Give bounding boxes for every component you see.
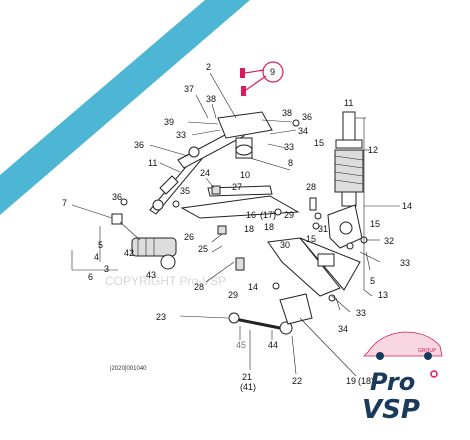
label-6: 6 bbox=[88, 272, 93, 282]
label-33b: 33 bbox=[284, 142, 294, 152]
label-16: 16 bbox=[246, 210, 256, 220]
label-31: 31 bbox=[318, 224, 328, 234]
label-14a: 14 bbox=[402, 201, 412, 211]
label-33c: 33 bbox=[400, 258, 410, 268]
label-9: 9 bbox=[270, 67, 275, 77]
label-27: 27 bbox=[232, 182, 242, 192]
label-7: 7 bbox=[62, 198, 67, 208]
car-silhouette-icon bbox=[363, 331, 443, 357]
label-15c: 15 bbox=[306, 234, 316, 244]
label-17: (17) bbox=[260, 210, 276, 220]
reference-code: |2020|001040 bbox=[110, 366, 147, 372]
label-37: 37 bbox=[184, 84, 194, 94]
label-38a: 38 bbox=[206, 94, 216, 104]
highlight-circle bbox=[262, 61, 284, 83]
label-29b: 29 bbox=[228, 290, 238, 300]
shock-absorber bbox=[334, 111, 364, 207]
label-15b: 15 bbox=[370, 219, 380, 229]
label-33a: 33 bbox=[176, 130, 186, 140]
label-10: 10 bbox=[240, 170, 250, 180]
lower-bracket bbox=[279, 293, 313, 325]
label-11: 11 bbox=[148, 158, 157, 168]
label-35: 35 bbox=[180, 186, 190, 196]
highlighted-bolts bbox=[240, 61, 284, 96]
label-26: 26 bbox=[184, 232, 194, 242]
label-5b: 5 bbox=[370, 276, 375, 286]
label-13: 13 bbox=[378, 290, 388, 300]
wheel-upright bbox=[327, 204, 363, 249]
hardware bbox=[120, 185, 368, 302]
upper-crossmember bbox=[217, 111, 300, 159]
label-32: 32 bbox=[384, 236, 394, 246]
label-28a: 28 bbox=[306, 182, 316, 192]
label-24: 24 bbox=[200, 168, 210, 178]
label-28b: 28 bbox=[194, 282, 204, 292]
label-18b: 18 bbox=[264, 222, 274, 232]
label-19b: (18) bbox=[358, 376, 374, 386]
label-23: 23 bbox=[156, 312, 166, 322]
label-11b: 11 bbox=[344, 98, 353, 108]
label-43: 43 bbox=[146, 270, 156, 280]
steering-rack-left bbox=[111, 213, 177, 270]
label-36b: 36 bbox=[134, 140, 144, 150]
label-21: 21 bbox=[242, 372, 252, 382]
label-44: 44 bbox=[268, 340, 278, 350]
label-5a: 5 bbox=[98, 240, 103, 250]
label-42: 42 bbox=[124, 248, 134, 258]
label-25: 25 bbox=[198, 244, 208, 254]
lower-wishbone bbox=[267, 237, 361, 297]
label-36c: 36 bbox=[112, 192, 122, 202]
label-41: (41) bbox=[240, 382, 256, 392]
label-3: 3 bbox=[104, 264, 109, 274]
label-2: 2 bbox=[206, 62, 211, 72]
label-4: 4 bbox=[94, 252, 99, 262]
label-45: 45 bbox=[236, 340, 246, 350]
logo-word-vsp: VSP bbox=[362, 395, 420, 425]
label-29a: 29 bbox=[284, 210, 294, 220]
copyright-watermark: COPYRIGHT Pro-VSP bbox=[105, 274, 226, 288]
label-15a: 15 bbox=[314, 138, 324, 148]
logo-tag: GROUP bbox=[418, 348, 437, 354]
upper-arm bbox=[180, 185, 300, 219]
leader-lines bbox=[71, 72, 400, 377]
label-12: 12 bbox=[368, 145, 378, 155]
label-19: 19 bbox=[346, 376, 356, 386]
label-30: 30 bbox=[280, 240, 290, 250]
label-34a: 34 bbox=[298, 126, 308, 136]
label-33d: 33 bbox=[356, 308, 366, 318]
label-8: 8 bbox=[288, 158, 293, 168]
tie-rod bbox=[228, 312, 293, 335]
label-18a: 18 bbox=[244, 224, 254, 234]
label-36a: 36 bbox=[302, 112, 312, 122]
part-labels: 2 9 37 38 38 39 33 36 34 33 8 36 11 24 3… bbox=[62, 62, 412, 392]
label-22: 22 bbox=[292, 376, 302, 386]
pro-vsp-logo: GROUP Pro VSP bbox=[362, 331, 443, 425]
label-39: 39 bbox=[164, 117, 174, 127]
label-38b: 38 bbox=[282, 108, 292, 118]
label-34b: 34 bbox=[338, 324, 348, 334]
website-banner: pro-piece-vsp.com bbox=[0, 0, 250, 215]
label-14b: 14 bbox=[248, 282, 258, 292]
logo-word-pro: Pro bbox=[370, 368, 415, 396]
